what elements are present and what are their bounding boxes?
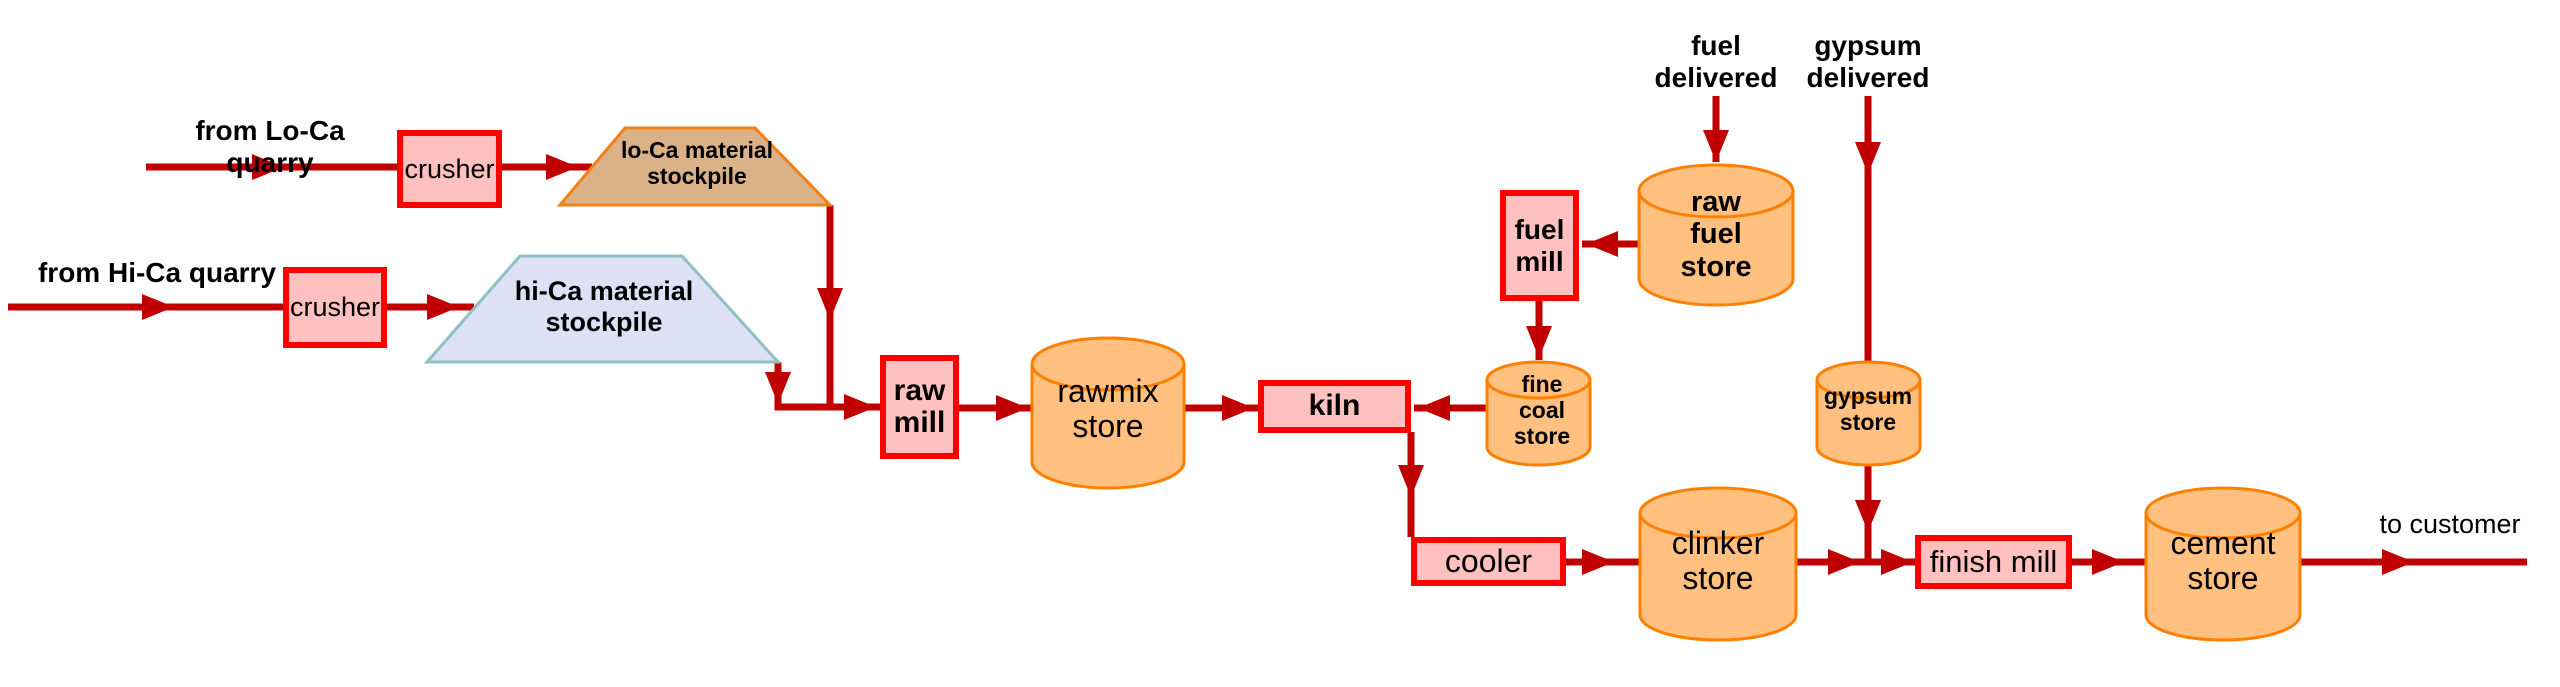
edge-label-gypsum-delivered: gypsum delivered (1806, 30, 1930, 94)
arrow-down-icon (817, 288, 843, 320)
node-gypsum-store-label: gypsum store (1823, 383, 1913, 435)
fine-coal-store-cylinder (1485, 360, 1592, 467)
arrow-down-icon (1398, 465, 1424, 497)
arrow-down-icon (1526, 326, 1552, 358)
arrowheads (142, 130, 2414, 575)
arrow-right-icon (1222, 395, 1254, 421)
arrow-right-icon (1828, 549, 1860, 575)
arrow-right-icon (252, 154, 284, 180)
edge-label-from-lo-ca-quarry: from Lo-Ca quarry (195, 115, 345, 179)
arrow-right-icon (844, 394, 876, 420)
cement-store-cylinder (2144, 486, 2302, 642)
node-cement-store-label: cement store (2170, 525, 2276, 597)
gypsum-store-cylinder (1815, 360, 1922, 467)
raw-fuel-store-cylinder (1637, 163, 1795, 307)
node-kiln: kiln (1258, 380, 1411, 433)
arrow-right-icon (142, 294, 174, 320)
edge-label-from-hi-ca-quarry: from Hi-Ca quarry (37, 257, 277, 288)
node-lo-ca-stockpile-label: lo-Ca material stockpile (620, 137, 774, 190)
node-crusher-lo: crusher (397, 130, 502, 208)
arrow-right-icon (996, 395, 1028, 421)
arrow-right-icon (2092, 549, 2124, 575)
node-hi-ca-stockpile-label: hi-Ca material stockpile (514, 276, 694, 338)
arrow-down-icon (1703, 130, 1729, 162)
clinker-store-cylinder (1638, 486, 1798, 642)
arrow-right-icon (1881, 549, 1913, 575)
arrow-right-icon (427, 294, 459, 320)
store-cylinders (1030, 163, 2302, 642)
hi-ca-stockpile-shape (423, 254, 782, 364)
arrow-down-icon (765, 372, 791, 404)
arrow-right-icon (2382, 549, 2414, 575)
arrow-down-icon (1855, 142, 1881, 174)
node-finish-mill: finish mill (1915, 535, 2072, 589)
edge-label-to-customer: to customer (2379, 509, 2521, 539)
node-clinker-store-label: clinker store (1671, 525, 1765, 597)
rawmix-store-cylinder (1030, 336, 1186, 490)
node-crusher-hi: crusher (283, 267, 387, 348)
edge-label-fuel-delivered: fuel delivered (1654, 30, 1778, 94)
node-raw-mill: raw mill (880, 355, 959, 459)
arrow-right-icon (546, 154, 578, 180)
node-raw-fuel-store-label: raw fuel store (1680, 186, 1752, 283)
node-fine-coal-store-label: fine coal store (1513, 371, 1571, 449)
lo-ca-stockpile-shape (556, 126, 834, 207)
arrow-left-icon (1418, 395, 1450, 421)
arrow-left-icon (1586, 231, 1618, 257)
node-cooler: cooler (1411, 537, 1566, 586)
node-fuel-mill: fuel mill (1500, 190, 1579, 301)
arrow-right-icon (1582, 549, 1614, 575)
arrow-down-icon (1855, 500, 1881, 532)
node-rawmix-store-label: rawmix store (1057, 373, 1159, 445)
